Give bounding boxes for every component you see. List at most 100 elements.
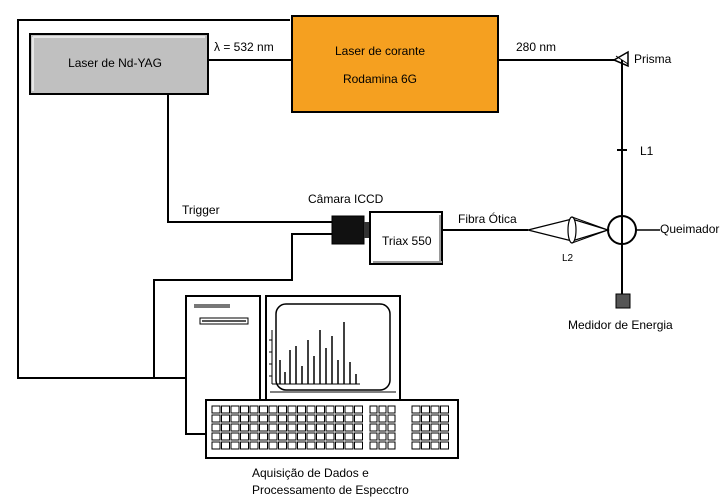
keyboard-key — [268, 441, 278, 450]
keyboard-key — [240, 405, 249, 414]
keyboard-key — [211, 432, 221, 441]
keyboard-keys — [211, 405, 449, 450]
optical-fiber-label: Fibra Ótica — [458, 212, 517, 226]
keyboard-key — [344, 414, 354, 423]
keyboard-key — [230, 423, 240, 432]
keyboard-key — [259, 432, 268, 441]
trigger-wire — [167, 94, 332, 223]
keyboard-key — [249, 423, 259, 432]
keyboard-key — [306, 423, 316, 432]
keyboard-key — [344, 441, 354, 450]
keyboard-key — [421, 441, 430, 450]
keyboard-key — [278, 423, 287, 432]
trigger-label: Trigger — [182, 203, 220, 217]
keyboard-key — [387, 423, 396, 432]
burner-label: Queimador — [660, 222, 720, 236]
keyboard-key — [287, 432, 297, 441]
keyboard-key — [378, 423, 387, 432]
iccd-camera-icon — [331, 215, 365, 245]
keyboard-key — [378, 432, 387, 441]
camera-wire — [153, 233, 332, 378]
keyboard-key — [440, 405, 449, 414]
keyboard-key — [240, 441, 249, 450]
keyboard-key — [369, 441, 378, 450]
keyboard-key — [378, 405, 387, 414]
keyboard-key — [316, 405, 325, 414]
keyboard-key — [430, 432, 440, 441]
keyboard-key — [335, 423, 344, 432]
keyboard-key — [297, 414, 306, 423]
keyboard-key — [411, 423, 421, 432]
keyboard-key — [411, 441, 421, 450]
keyboard-key — [440, 423, 449, 432]
keyboard-key — [430, 414, 440, 423]
keyboard-key — [421, 414, 430, 423]
keyboard-key — [369, 432, 378, 441]
keyboard-key — [287, 441, 297, 450]
keyboard-key — [325, 414, 335, 423]
keyboard-key — [221, 405, 230, 414]
keyboard-key — [230, 432, 240, 441]
keyboard-key — [221, 414, 230, 423]
keyboard-key — [211, 441, 221, 450]
keyboard-key — [440, 432, 449, 441]
outer-wire — [17, 19, 290, 379]
keyboard-key — [421, 405, 430, 414]
keyboard-key — [306, 441, 316, 450]
keyboard-key — [335, 414, 344, 423]
keyboard-key — [259, 423, 268, 432]
keyboard-key — [325, 441, 335, 450]
keyboard-key — [249, 405, 259, 414]
keyboard-key — [278, 414, 287, 423]
keyboard-key — [440, 441, 449, 450]
keyboard-key — [316, 441, 325, 450]
keyboard-key — [259, 414, 268, 423]
keyboard-key — [297, 441, 306, 450]
keyboard-key — [249, 432, 259, 441]
keyboard-key — [369, 423, 378, 432]
keyboard-key — [369, 414, 378, 423]
spectrum-plot-icon — [279, 322, 357, 384]
keyboard-key — [378, 441, 387, 450]
acquisition-label-line1: Aquisição de Dados e — [252, 466, 369, 480]
keyboard-key — [430, 441, 440, 450]
keyboard-key — [287, 405, 297, 414]
keyboard-key — [240, 423, 249, 432]
keyboard-key — [335, 405, 344, 414]
lens-l1-label: L1 — [640, 144, 654, 158]
keyboard-key — [354, 423, 363, 432]
keyboard-key — [325, 423, 335, 432]
keyboard-key — [259, 441, 268, 450]
keyboard-key — [249, 414, 259, 423]
keyboard-key — [278, 441, 287, 450]
laser-ndyag-box — [29, 33, 209, 95]
keyboard-key — [387, 414, 396, 423]
keyboard-key — [316, 432, 325, 441]
keyboard-key — [230, 414, 240, 423]
keyboard-key — [211, 405, 221, 414]
keyboard-key — [221, 432, 230, 441]
keyboard-key — [316, 414, 325, 423]
wavelength-280-label: 280 nm — [516, 40, 557, 54]
keyboard-key — [297, 432, 306, 441]
keyboard-key — [335, 441, 344, 450]
keyboard-key — [387, 432, 396, 441]
keyboard-key — [278, 405, 287, 414]
keyboard-key — [411, 432, 421, 441]
keyboard-key — [287, 423, 297, 432]
keyboard-key — [268, 414, 278, 423]
keyboard-key — [344, 423, 354, 432]
keyboard-key — [249, 441, 259, 450]
keyboard-key — [369, 405, 378, 414]
keyboard-key — [240, 414, 249, 423]
keyboard-key — [344, 405, 354, 414]
keyboard-key — [211, 414, 221, 423]
keyboard-key — [221, 423, 230, 432]
keyboard-key — [221, 441, 230, 450]
energy-meter-label: Medidor de Energia — [568, 318, 673, 332]
dye-laser-label-line1: Laser de corante — [334, 44, 426, 58]
triax-label: Triax 550 — [382, 234, 432, 248]
laser-ndyag-label: Laser de Nd-YAG — [68, 56, 162, 70]
keyboard-key — [259, 405, 268, 414]
keyboard-key — [335, 432, 344, 441]
